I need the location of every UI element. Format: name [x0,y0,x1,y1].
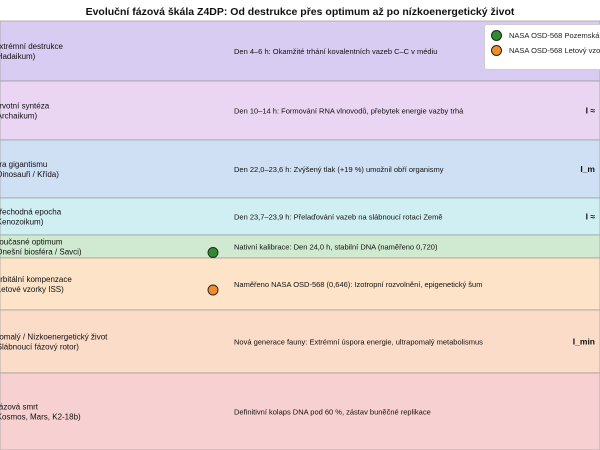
phase-band: Fázová smrt(Kosmos, Mars, K2-18b) Definit… [0,372,600,450]
band-label-line2: (Slábnoucí fázový rotor) [0,343,79,352]
band-description: Den 22,0–23,6 h: Zvýšený tlak (+19 %) um… [234,165,444,174]
band-label-line1: Prvotní syntéza [0,102,50,111]
band-label-line1: Pomalý / Nízkoenergetický život [0,333,108,342]
band-description: Nová generace fauny: Extrémní úspora ene… [234,338,483,347]
legend-item-ground-control: NASA OSD-568 Pozemská kontrola [491,29,600,42]
band-background [0,309,600,374]
band-label-line2: (Kosmos, Mars, K2-18b) [0,413,81,422]
band-formula: I ≈ [586,106,596,116]
sample-marker [207,247,219,258]
legend-label-flight-sample: NASA OSD-568 Letový vzorek [509,46,600,55]
band-label-line1: Extrémní destrukce [0,42,63,51]
phase-band: Orbitální kompenzace(Letové vzorky ISS) N… [0,257,600,311]
band-label-line1: Éra gigantismu [0,160,47,169]
band-description: Naměřeno NASA OSD-568 (0,646): Izotropní… [234,280,482,289]
band-label-line2: (Kenozoikum) [0,218,44,227]
band-background [0,139,600,199]
band-description: Nativní kalibrace: Den 24,0 h, stabilní … [234,243,438,252]
band-background [0,197,600,236]
band-label-line1: Fázová smrt [0,403,39,412]
band-formula: I ≈ [586,212,596,222]
band-background [0,372,600,450]
phase-band: Přechodná epocha(Kenozoikum) Den 23,7–23,… [0,197,600,236]
band-label-line2: (Archaikum) [0,112,37,121]
phase-band: Současné optimum(Dnešní biosféra / Savci… [0,234,600,259]
phase-band: Pomalý / Nízkoenergetický život(Slábnouc… [0,309,600,374]
band-description: Den 10–14 h: Formování RNA vlnovodů, pře… [234,107,464,116]
band-formula: I_min [573,337,595,347]
band-description: Definitivní kolaps DNA pod 60 %, zástav … [234,408,431,417]
band-label-line1: Orbitální kompenzace [0,275,72,284]
band-label-line1: Přechodná epocha [0,208,62,217]
band-label-line2: (Hadaikum) [0,52,36,61]
legend: NASA OSD-568 Pozemská kontrola NASA OSD-… [484,24,600,70]
band-label-line2: (Letové vzorky ISS) [0,285,64,294]
legend-label-ground-control: NASA OSD-568 Pozemská kontrola [509,31,600,40]
sample-marker [207,284,219,296]
band-description: Den 23,7–23,9 h: Přelaďování vazeb na sl… [234,213,443,222]
legend-marker-ground-control [491,30,502,41]
band-label-line2: (Dnešní biosféra / Savci) [0,248,82,257]
band-description: Den 4–6 h: Okamžité trhání kovalentních … [234,47,437,56]
band-background [0,80,600,141]
band-label-line1: Současné optimum [0,238,63,247]
chart-title: Evoluční fázová škála Z4DP: Od destrukce… [85,6,515,18]
band-label-line2: (Dinosauři / Křída) [0,170,59,179]
phase-scale-chart: Extrémní destrukce(Hadaikum) Den 4–6 h: O… [0,20,600,450]
phase-band: Éra gigantismu(Dinosauři / Křída) Den 22,… [0,139,600,199]
legend-item-flight-sample: NASA OSD-568 Letový vzorek [491,44,600,57]
band-formula: I_m [580,164,595,174]
phase-band: Prvotní syntéza(Archaikum) Den 10–14 h: F… [0,80,600,141]
legend-marker-flight-sample [491,45,502,56]
